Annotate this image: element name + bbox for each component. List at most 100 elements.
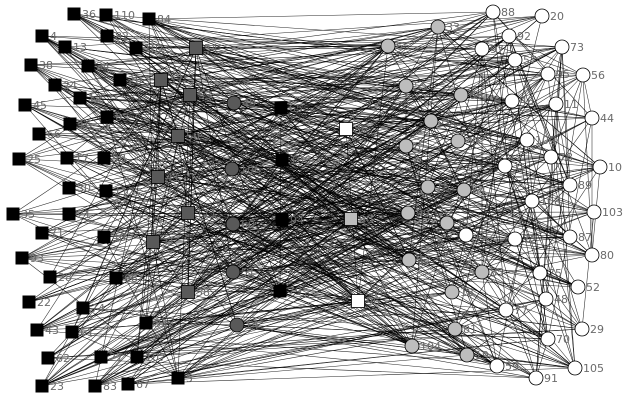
node-label: 112 [114,185,135,198]
node-label: 87 [578,231,592,244]
node-label: 104 [420,340,441,353]
node-label: 65 [396,40,410,53]
node-label: 52 [586,281,600,294]
graph-node: 112 [100,185,136,199]
node-label: 70 [556,333,570,346]
square-node-marker [274,285,287,298]
node-label: 107 [145,351,166,364]
graph-node: 61 [66,326,95,340]
node-label: 62 [56,352,70,365]
node-label: 38 [39,59,53,72]
circle-node-marker [401,206,415,220]
circle-node-marker [533,266,547,280]
node-label: 16 [78,118,92,131]
graph-node: 106 [225,162,261,176]
graph-node: 10 [593,160,622,174]
graph-node: 86 [340,123,369,137]
graph-node: 30 [63,182,92,196]
node-label: 56 [591,69,605,82]
circle-node-marker [539,292,553,306]
node-label: 92 [517,30,531,43]
graph-node: 100 [276,154,312,168]
circle-node-marker [541,332,555,346]
graph-edge [233,224,280,291]
node-label: 93 [30,252,44,265]
square-node-marker [23,296,36,309]
graph-node: 70 [541,332,570,346]
graph-node: 8 [399,139,421,153]
node-label: 13 [73,41,87,54]
node-label: 46 [520,95,534,108]
node-label: 94 [290,214,304,227]
square-node-marker [152,171,165,184]
graph-node: 25 [13,153,42,167]
square-node-marker [25,59,38,72]
graph-node: 81 [448,322,477,336]
circle-node-marker [226,217,240,231]
circle-node-marker [502,29,516,43]
graph-node: 29 [575,322,604,336]
node-label: 15 [436,181,450,194]
circle-node-marker [505,94,519,108]
square-node-marker [172,130,185,143]
square-node-marker [77,302,90,315]
square-node-marker [66,326,79,339]
graph-node: 37 [155,74,184,88]
graph-node: 92 [502,29,531,43]
graph-node: 55 [399,79,428,93]
node-label: 41 [166,171,180,184]
graph-node: 83 [89,380,118,394]
graph-node: 11 [549,97,578,111]
graph-node: 43 [31,324,60,338]
circle-node-marker [424,114,438,128]
circle-node-marker [498,159,512,173]
node-label: 47 [466,135,480,148]
node-label: 61 [80,326,94,339]
node-label: 71 [50,227,64,240]
square-node-marker [7,208,20,221]
node-label: 78 [559,151,573,164]
node-label: 20 [550,10,564,23]
node-label: 96 [366,295,380,308]
circle-node-marker [499,303,513,317]
node-label: 97 [490,43,504,56]
node-label: 50 [186,130,200,143]
node-label: 49 [242,97,256,110]
node-label: 84 [157,13,171,26]
graph-node: 109 [520,133,556,147]
graph-edge [149,12,493,19]
graph-node: 110 [100,9,136,23]
graph-node: 19 [460,348,489,362]
graph-node: 27 [95,351,124,365]
node-label: 1 [513,160,520,173]
node-label: 76 [439,115,453,128]
node-label: 53 [198,89,212,102]
square-node-marker [143,13,156,26]
square-node-marker [16,252,29,265]
graph-node: 45 [19,99,48,113]
circle-node-marker [431,20,445,34]
circle-node-marker [544,150,558,164]
graph-node: 93 [16,252,45,266]
graph-node: 71 [36,227,65,241]
graph-node: 87 [563,230,592,244]
circle-node-marker [475,265,489,279]
node-label: 79 [288,285,302,298]
node-label: 26 [128,74,142,87]
node-label: 10 [608,161,622,174]
node-label: 77 [514,304,528,317]
square-node-marker [98,152,111,165]
node-label: 8 [414,140,421,153]
graph-node: 68 [110,272,139,286]
graph-node: 105 [568,361,604,375]
graph-node: 48 [539,292,568,306]
graph-node: 57 [508,53,537,67]
node-label: 86 [354,123,368,136]
graph-node: 69 [454,88,483,102]
node-label: 106 [240,163,261,176]
circle-node-marker [421,180,435,194]
circle-node-marker [230,318,244,332]
node-label: 11 [564,98,578,111]
node-label: 102 [474,229,495,242]
